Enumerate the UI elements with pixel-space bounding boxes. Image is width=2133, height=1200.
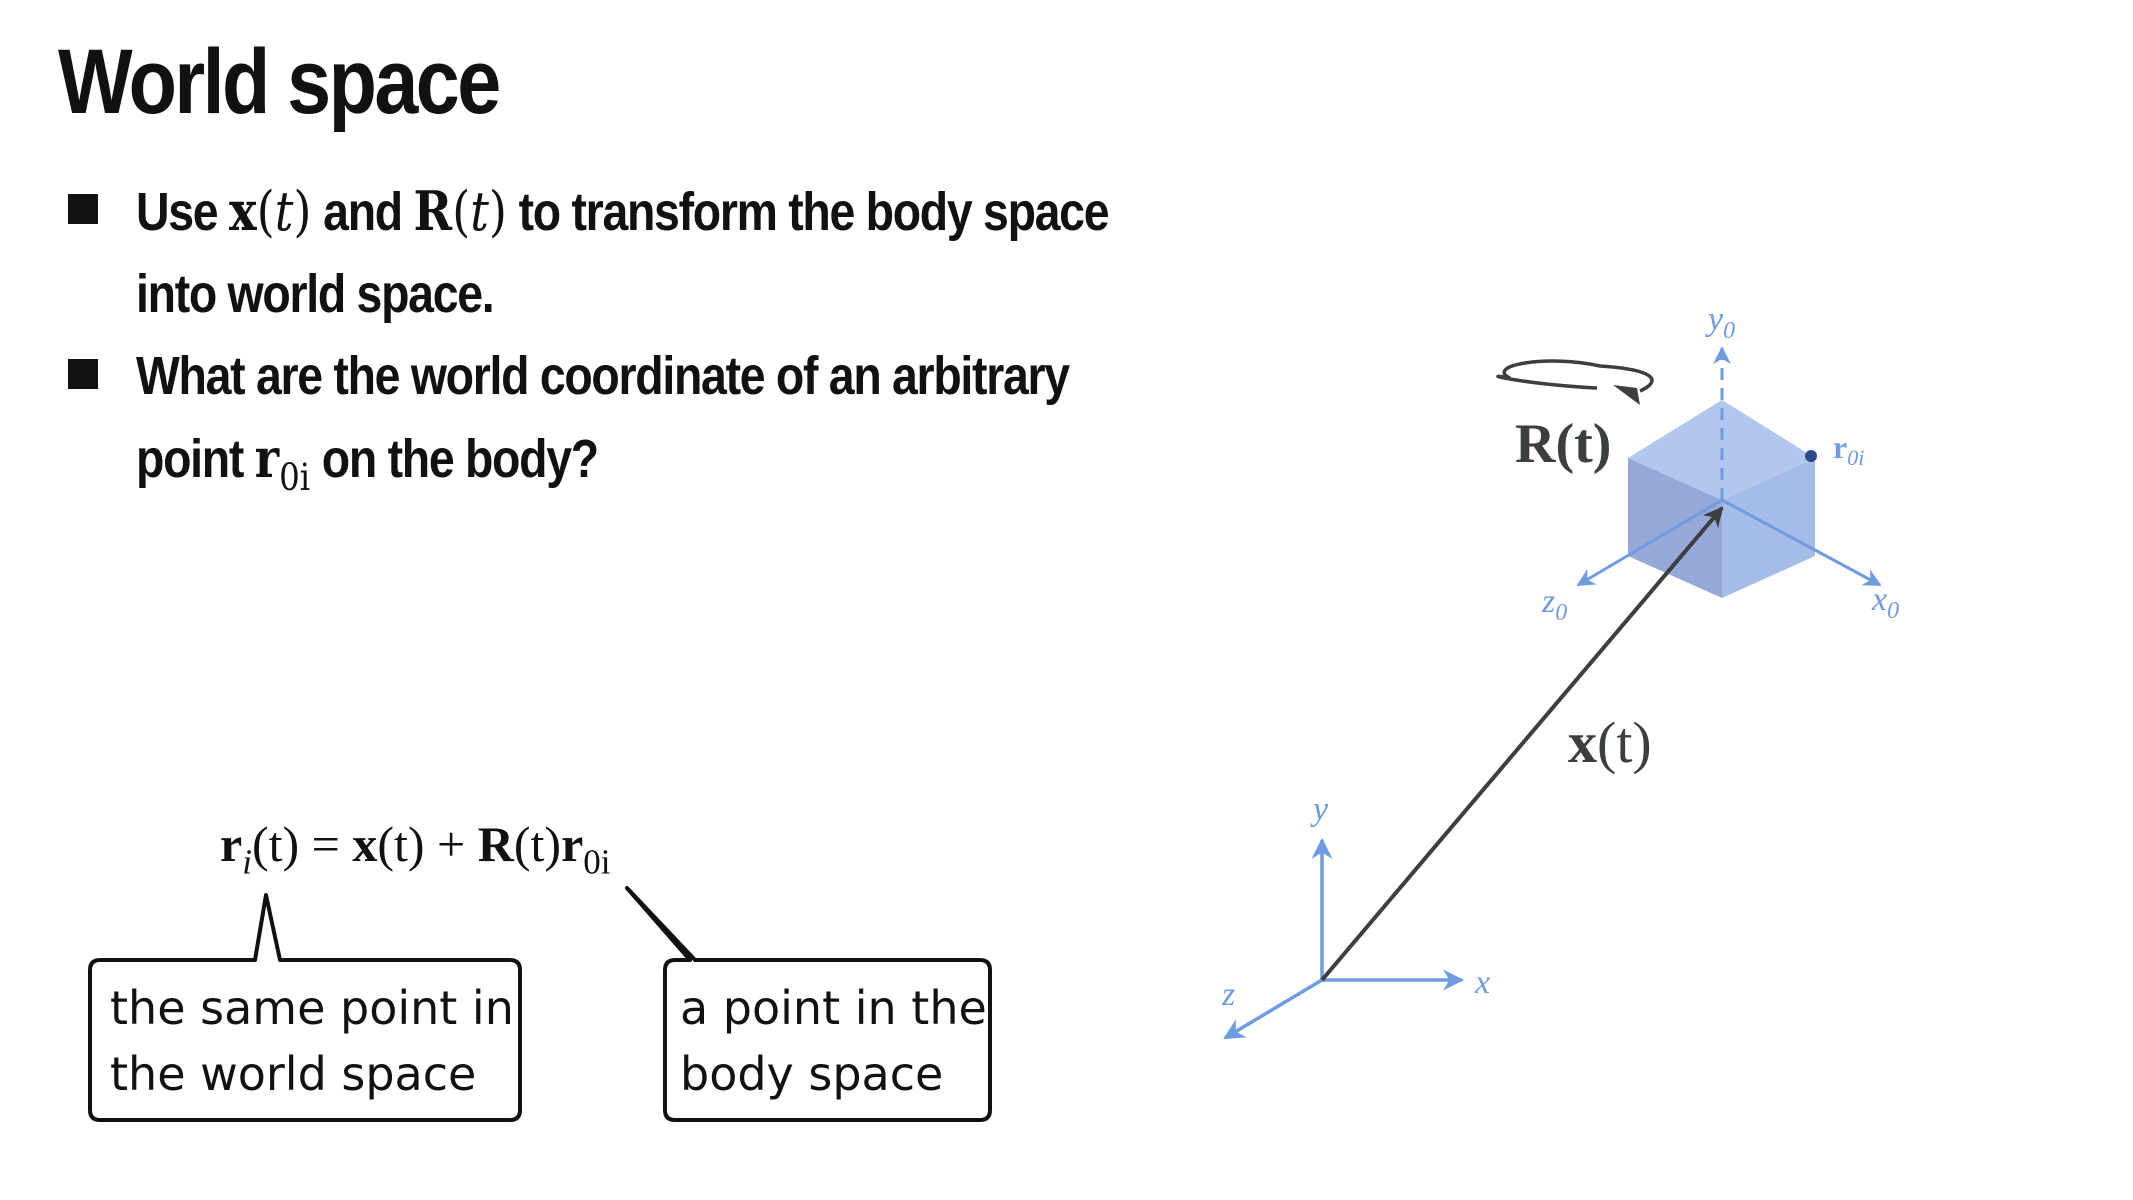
- slide-title: World space: [58, 31, 501, 133]
- body-z-label: z0: [1541, 583, 1567, 626]
- body-y-label: y0: [1705, 301, 1735, 344]
- bullet-item-question: What are the world coordinate of an arbi…: [62, 335, 1222, 500]
- world-position-equation: ri(t) = x(t) + R(t)r0i: [220, 816, 611, 882]
- rotation-arrowhead-icon: [1613, 385, 1640, 405]
- body-axes: y0 x0 z0: [1541, 301, 1899, 626]
- world-z-axis: [1223, 978, 1323, 1040]
- bullet-item-transform: Use x(t) and R(t) to transform the body …: [62, 170, 1222, 335]
- callout-right-text: a point in the body space: [680, 981, 987, 1101]
- bullet-list: Use x(t) and R(t) to transform the body …: [62, 170, 1222, 500]
- body-z-axis: [1576, 498, 1723, 587]
- rotation-arrow: [1496, 359, 1654, 405]
- body-point-r0i: [1805, 450, 1817, 462]
- callout-right-box: [625, 886, 992, 1122]
- translation-label: x(t): [1568, 710, 1652, 775]
- bullet-square-icon: [68, 194, 98, 224]
- callout-left-text: the same point in the world space: [110, 981, 514, 1101]
- rotation-label: R(t): [1515, 413, 1611, 475]
- callout-left-box: [88, 893, 522, 1122]
- rotation-arc: [1496, 359, 1654, 393]
- bullet-text: Use x(t) and R(t) to transform the body …: [136, 179, 1110, 243]
- bullet-text-line2: point r0i on the body?: [136, 426, 599, 500]
- bullet-text-line2: into world space.: [136, 264, 495, 324]
- cube-right-face: [1722, 458, 1815, 598]
- bullet-square-icon: [68, 359, 98, 389]
- translation-arrow: [1320, 506, 1724, 982]
- world-y-label: y: [1310, 791, 1329, 828]
- point-r0i-label: r0i: [1833, 429, 1864, 470]
- body-x-label: x0: [1871, 581, 1899, 624]
- body-x-axis: [1721, 498, 1882, 587]
- world-axes: x y z: [1221, 791, 1490, 1040]
- bullet-text: What are the world coordinate of an arbi…: [136, 346, 1070, 406]
- world-x-label: x: [1474, 964, 1490, 1001]
- world-z-label: z: [1221, 976, 1235, 1013]
